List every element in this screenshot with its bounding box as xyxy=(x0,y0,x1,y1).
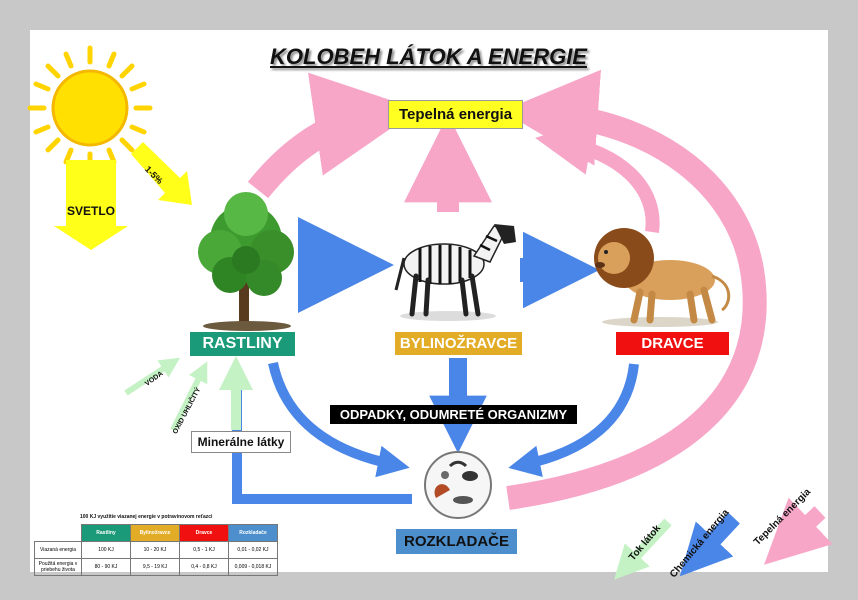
table-caption: 100 KJ využitie viazanej energie v potra… xyxy=(80,514,213,520)
minerals-box: Minerálne látky xyxy=(191,431,291,453)
herbivores-box: BYLINOŽRAVCE xyxy=(395,332,522,355)
table-cell: 80 - 90 KJ xyxy=(81,558,131,576)
table-cell: 10 - 20 KJ xyxy=(130,541,180,559)
light-arrow-down xyxy=(54,160,128,250)
thermal-arrow-plants xyxy=(247,72,419,199)
thermal-arrow-decomposers xyxy=(501,69,767,510)
plants-box: RASTLINY xyxy=(190,332,295,356)
co2-arrow xyxy=(170,361,208,432)
zebra-icon xyxy=(394,224,516,321)
legend-thermal-arrow xyxy=(764,497,833,565)
lion-icon xyxy=(594,228,731,327)
table-row-label: Viazaná energia xyxy=(34,541,82,559)
legend-matter-arrow xyxy=(614,518,672,580)
table-cell: 100 KJ xyxy=(81,541,131,559)
table-cell: 0,4 - 0,8 KJ xyxy=(179,558,229,576)
chemical-arrow-plants-decomposers xyxy=(268,361,410,478)
thermal-arrow-predators xyxy=(535,119,660,233)
light-label: SVETLO xyxy=(66,204,115,218)
decomposers-icon xyxy=(424,451,492,519)
legend-chemical-arrow xyxy=(679,512,740,577)
table-corner xyxy=(35,525,82,542)
table-header: Dravce xyxy=(179,524,229,542)
table-cell: 0,01 - 0,02 KJ xyxy=(228,541,278,559)
water-arrow xyxy=(124,357,181,396)
page-title: KOLOBEH LÁTOK A ENERGIE xyxy=(270,44,587,69)
table-cell: 0,009 - 0,018 KJ xyxy=(228,558,278,576)
sun-icon xyxy=(27,45,153,171)
table-row: Použitá energia v priebehu života 80 - 9… xyxy=(34,558,278,576)
tree-icon xyxy=(198,192,294,331)
table-row-label: Použitá energia v priebehu života xyxy=(34,558,82,576)
predators-box: DRAVCE xyxy=(616,332,729,355)
table-row: Viazaná energia 100 KJ 10 - 20 KJ 0,5 - … xyxy=(34,541,278,559)
table-header: Rastliny xyxy=(81,524,131,542)
table-header: Bylinožravce xyxy=(130,524,180,542)
table-cell: 9,5 - 19 KJ xyxy=(130,558,180,576)
table-header: Rozkladače xyxy=(228,524,278,542)
energy-table: Rastliny Bylinožravce Dravce Rozkladače … xyxy=(34,524,278,576)
thermal-energy-box: Tepelná energia xyxy=(388,100,523,129)
chemical-arrow-predators-decomposers xyxy=(508,363,639,478)
decomposers-box: ROZKLADAČE xyxy=(396,529,517,554)
table-cell: 0,5 - 1 KJ xyxy=(179,541,229,559)
waste-box: ODPADKY, ODUMRETÉ ORGANIZMY xyxy=(330,405,577,424)
light-arrow-diagonal xyxy=(131,142,192,205)
